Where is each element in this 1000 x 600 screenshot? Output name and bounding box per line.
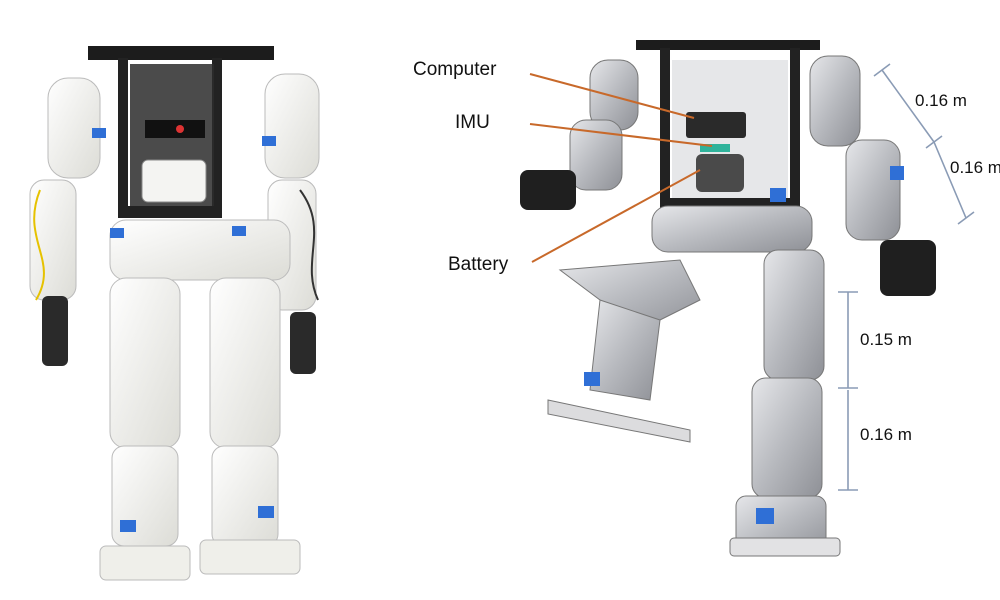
computer-module bbox=[686, 112, 746, 138]
computer-label: Computer bbox=[413, 59, 497, 80]
dimension-lines bbox=[838, 63, 975, 491]
cad-robot-render bbox=[520, 40, 936, 557]
battery-leader-line bbox=[531, 169, 701, 263]
forearm-dimension bbox=[933, 141, 967, 219]
callout-leaders bbox=[529, 73, 713, 263]
thigh-length-label: 0.15 m bbox=[860, 330, 912, 349]
imu-leader-line bbox=[529, 123, 713, 147]
battery-module bbox=[696, 154, 744, 192]
upper-arm-dimension bbox=[881, 69, 935, 143]
imu-label: IMU bbox=[455, 112, 490, 133]
battery-label: Battery bbox=[448, 254, 509, 275]
shin-length-label: 0.16 m bbox=[860, 425, 912, 444]
physical-robot-photo bbox=[29, 46, 320, 581]
upper-arm-length-label: 0.16 m bbox=[915, 91, 967, 110]
imu-module bbox=[700, 144, 730, 152]
forearm-length-label: 0.16 m bbox=[950, 158, 1000, 177]
computer-leader-line bbox=[529, 73, 695, 119]
